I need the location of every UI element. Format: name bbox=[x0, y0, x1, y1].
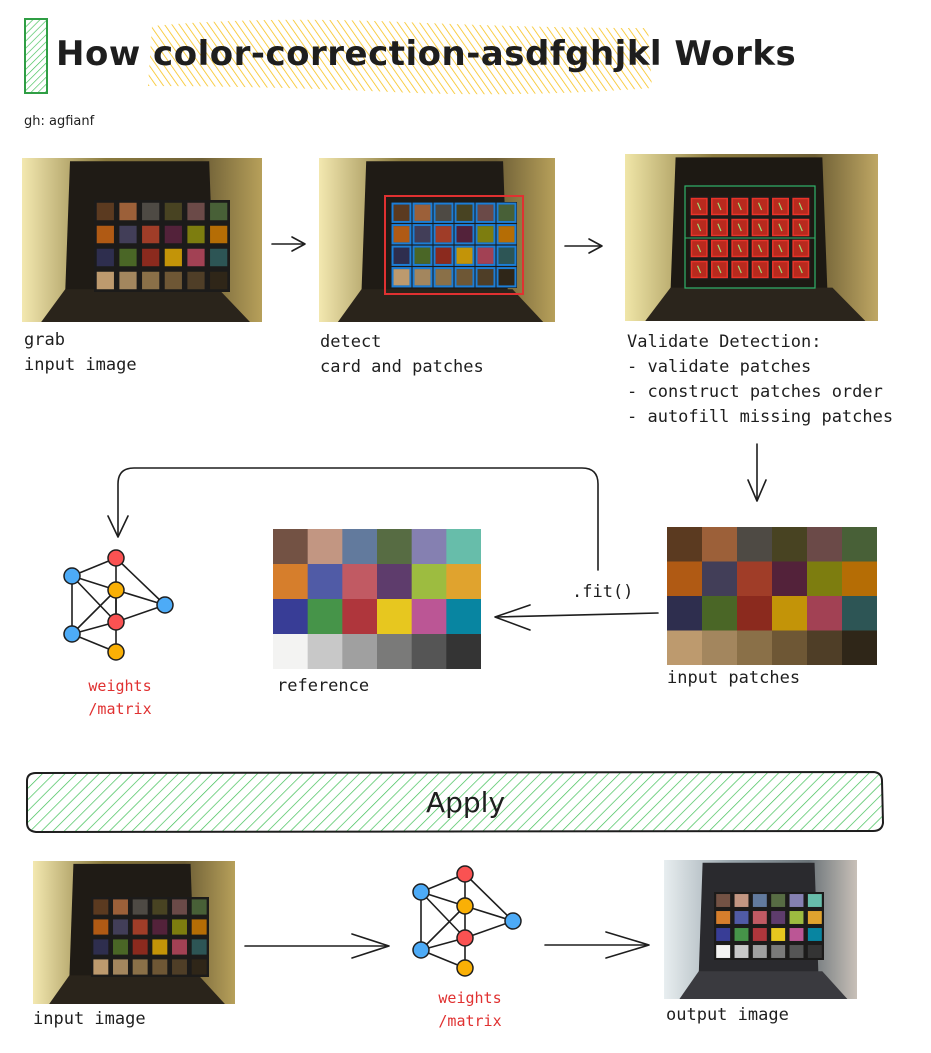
reference-patch bbox=[307, 564, 343, 600]
input-patch bbox=[667, 596, 703, 631]
input-patch bbox=[807, 527, 843, 562]
reference-label: reference bbox=[277, 676, 370, 696]
input-patch bbox=[807, 596, 843, 631]
network-icon-apply bbox=[412, 865, 522, 977]
reference-patch bbox=[273, 529, 309, 565]
reference-patch bbox=[273, 599, 309, 635]
input-patch bbox=[702, 630, 738, 665]
validate-label: Validate Detection: - validate patches -… bbox=[627, 332, 894, 427]
title-highlight bbox=[148, 19, 652, 95]
arrow-patches-reference bbox=[495, 612, 659, 618]
reference-patch bbox=[342, 599, 378, 635]
input-patch bbox=[807, 561, 843, 597]
input-patch bbox=[842, 596, 877, 631]
reference-patch bbox=[273, 634, 309, 669]
detect-photo bbox=[319, 158, 555, 322]
reference-patch bbox=[411, 634, 447, 669]
reference-patch bbox=[446, 599, 481, 635]
input-patch bbox=[842, 527, 877, 562]
reference-patch bbox=[377, 634, 413, 669]
network-icon bbox=[63, 549, 174, 661]
reference-chart bbox=[273, 529, 481, 669]
fit-label: .fit() bbox=[572, 582, 634, 602]
title-marker bbox=[24, 18, 48, 94]
reference-patch bbox=[342, 564, 378, 600]
input-patch bbox=[702, 561, 738, 597]
reference-patch bbox=[446, 529, 481, 565]
apply-input-label: input image bbox=[33, 1009, 146, 1029]
reference-patch bbox=[411, 564, 447, 600]
grab-photo bbox=[22, 158, 262, 322]
weights-label: weights /matrix bbox=[88, 677, 152, 718]
input-patch bbox=[667, 630, 703, 665]
reference-patch bbox=[307, 634, 343, 669]
input-patch bbox=[772, 630, 808, 665]
input-patches-chart bbox=[667, 527, 877, 665]
detect-label: detect card and patches bbox=[320, 332, 484, 377]
input-patch bbox=[737, 596, 773, 631]
input-patch bbox=[772, 527, 808, 562]
input-patches-label: input patches bbox=[667, 668, 801, 688]
input-patch bbox=[772, 561, 808, 597]
input-patch bbox=[737, 527, 773, 562]
input-patch bbox=[842, 630, 877, 665]
input-patch bbox=[702, 527, 738, 562]
apply-output-photo bbox=[664, 860, 857, 999]
reference-patch bbox=[411, 599, 447, 635]
reference-patch bbox=[273, 564, 309, 600]
reference-patch bbox=[446, 634, 481, 669]
reference-patch bbox=[342, 529, 378, 565]
apply-output-label: output image bbox=[666, 1005, 789, 1025]
apply-title: Apply bbox=[425, 786, 506, 819]
input-patch bbox=[737, 630, 773, 665]
input-patch bbox=[702, 596, 738, 631]
reference-patch bbox=[377, 599, 413, 635]
reference-patch bbox=[411, 529, 447, 565]
reference-patch bbox=[377, 564, 413, 600]
reference-patch bbox=[307, 529, 343, 565]
input-patch bbox=[772, 596, 808, 631]
weights-label-apply: weights /matrix bbox=[438, 989, 502, 1030]
input-patch bbox=[842, 561, 877, 597]
input-patch bbox=[737, 561, 773, 597]
page-title: How color-correction-asdfghjkl Works bbox=[56, 34, 797, 74]
input-patch bbox=[667, 561, 703, 597]
subtitle: gh: agfianf bbox=[24, 114, 95, 129]
reference-patch bbox=[342, 634, 378, 669]
grab-label: grab input image bbox=[24, 330, 137, 375]
input-patch bbox=[807, 630, 843, 665]
apply-banner bbox=[26, 770, 885, 834]
reference-patch bbox=[446, 564, 481, 600]
reference-patch bbox=[377, 529, 413, 565]
reference-patch bbox=[307, 599, 343, 635]
input-patch bbox=[667, 527, 703, 562]
validate-photo bbox=[625, 154, 878, 321]
apply-input-photo bbox=[33, 861, 235, 1004]
